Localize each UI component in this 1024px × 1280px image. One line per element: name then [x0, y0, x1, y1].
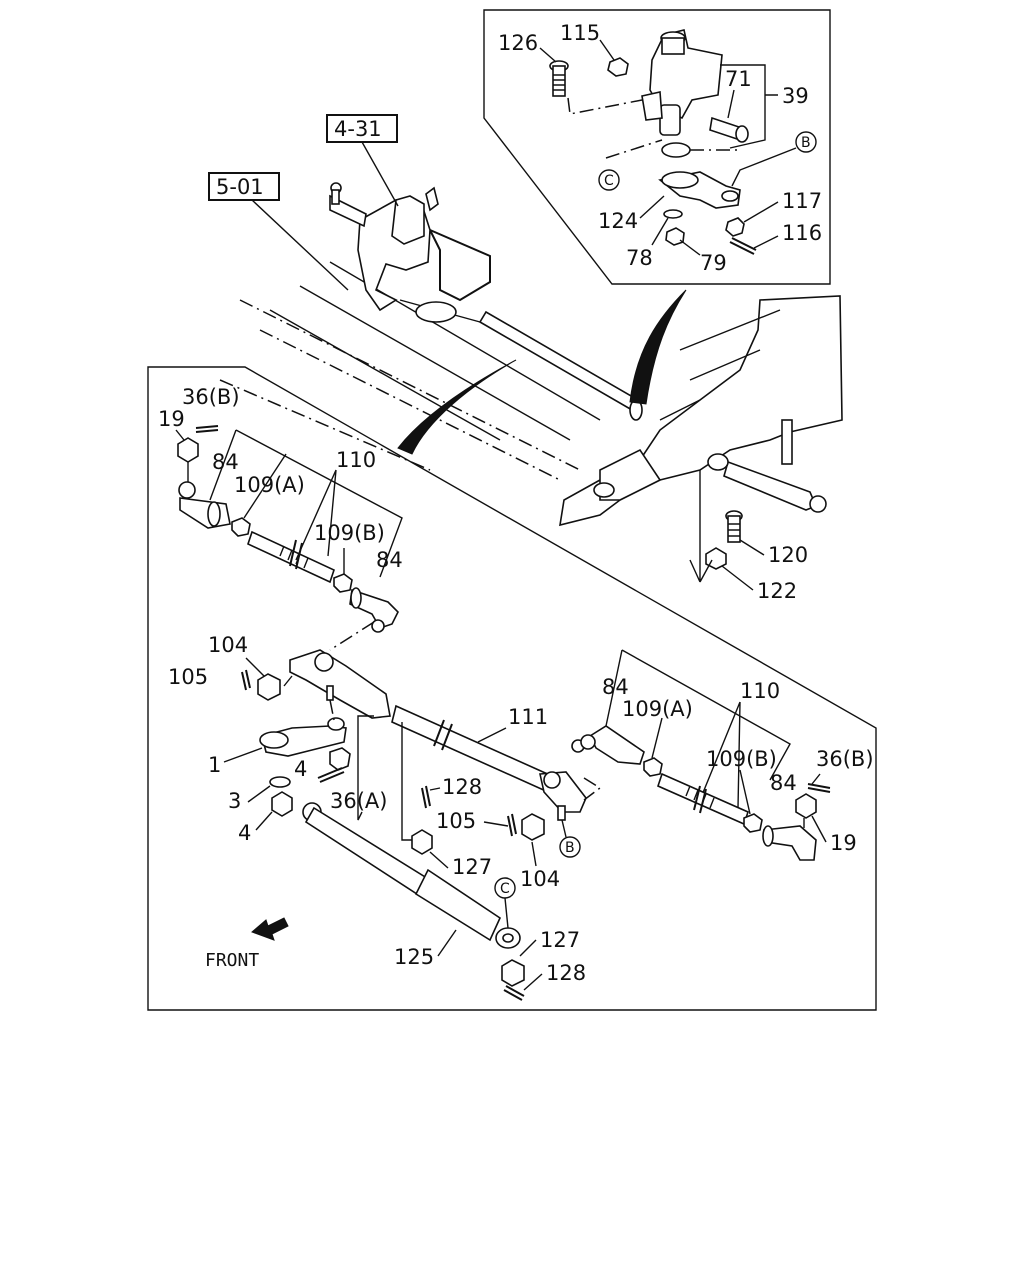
label-84-a: 84 [212, 450, 239, 474]
bolt-126-icon [549, 60, 569, 97]
nut-4-icon [271, 791, 293, 817]
label-109a-a: 109(A) [234, 473, 305, 497]
label-122: 122 [757, 579, 797, 603]
power-cylinder-125 [302, 802, 521, 949]
label-71: 71 [725, 67, 752, 91]
bolt-71-icon [709, 116, 749, 143]
nut-117-icon [725, 217, 745, 237]
circle-label-b-detail: B [565, 840, 575, 856]
label-111: 111 [508, 705, 548, 729]
label-127-b: 127 [540, 928, 580, 952]
label-117: 117 [782, 189, 822, 213]
circle-label-b: B [801, 135, 811, 151]
label-109a-b: 109(A) [622, 697, 693, 721]
label-1: 1 [208, 753, 221, 777]
label-105-a: 105 [168, 665, 208, 689]
label-39: 39 [782, 84, 809, 108]
label-78: 78 [626, 246, 653, 270]
label-104-b: 104 [520, 867, 560, 891]
nut-122-icon [705, 547, 727, 570]
chassis-frame: 120 122 [219, 227, 843, 603]
label-105-b: 105 [436, 809, 476, 833]
circle-label-c-detail: C [500, 881, 510, 897]
detail-box: 36(B) 19 84 109(A) 110 109(B) 84 [147, 366, 877, 1011]
label-110-b: 110 [740, 679, 780, 703]
castle-nut-19-right-icon [795, 793, 817, 819]
label-125: 125 [394, 945, 434, 969]
nut-127-a-icon [411, 829, 433, 855]
castle-nut-104-a-icon [257, 673, 281, 701]
label-3: 3 [228, 789, 241, 813]
label-19-top: 19 [158, 407, 185, 431]
label-128-a: 128 [442, 775, 482, 799]
castle-nut-104-b-icon [521, 813, 545, 841]
label-4-b: 4 [238, 821, 251, 845]
svg-text:4-31: 4-31 [334, 117, 382, 141]
label-127-a: 127 [452, 855, 492, 879]
label-110-a: 110 [336, 448, 376, 472]
label-115: 115 [560, 21, 600, 45]
front-label: FRONT [205, 950, 259, 971]
castle-nut-19-icon [177, 437, 199, 463]
reference-box-5-01: 5-01 [208, 172, 349, 291]
inset-detail: 126 115 71 39 B C 117 124 116 78 79 [483, 9, 831, 285]
steering-gear [329, 182, 457, 323]
svg-text:5-01: 5-01 [216, 175, 264, 199]
label-116: 116 [782, 221, 822, 245]
label-36b-top: 36(B) [182, 385, 240, 409]
front-arrow-icon [251, 917, 289, 941]
label-128-b: 128 [546, 961, 586, 985]
reference-box-4-31: 4-31 [326, 114, 399, 207]
label-104-a: 104 [208, 633, 248, 657]
nut-115-icon [607, 57, 629, 77]
label-109b-b: 109(B) [706, 747, 777, 771]
nut-79-icon [665, 227, 685, 246]
label-126: 126 [498, 31, 538, 55]
label-109b-a: 109(B) [314, 521, 385, 545]
label-124: 124 [598, 209, 638, 233]
bolt-120-icon [725, 510, 743, 543]
label-84-d: 84 [770, 771, 797, 795]
label-19-right: 19 [830, 831, 857, 855]
label-84-b: 84 [376, 548, 403, 572]
nut-127-b-icon [501, 959, 525, 987]
label-79: 79 [700, 251, 727, 275]
label-4-a: 4 [294, 757, 307, 781]
label-120: 120 [768, 543, 808, 567]
circle-label-c: C [604, 173, 614, 189]
label-36b-right: 36(B) [816, 747, 874, 771]
label-36a: 36(A) [330, 789, 387, 813]
